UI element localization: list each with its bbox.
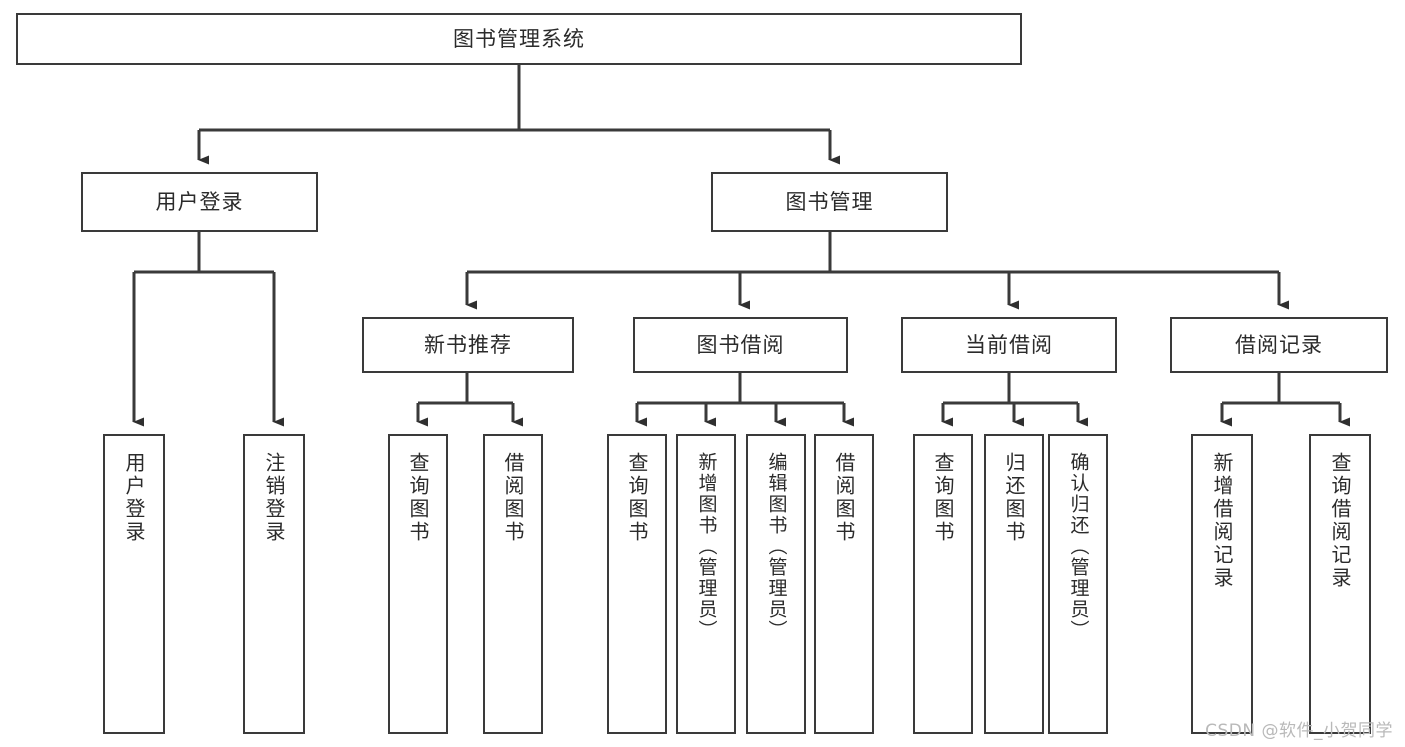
node-label: 用户登录 [122, 452, 146, 544]
node-label: 查询图书 [931, 452, 955, 544]
node-leaf-user-login[interactable]: 用户登录 [103, 434, 165, 734]
node-leaf-query-book-1[interactable]: 查询图书 [388, 434, 448, 734]
node-label: 新书推荐 [424, 332, 512, 357]
node-label: 借阅图书 [501, 452, 525, 544]
node-label: 借阅记录 [1235, 332, 1323, 357]
node-leaf-query-record[interactable]: 查询借阅记录 [1309, 434, 1371, 734]
node-new-book-rec[interactable]: 新书推荐 [362, 317, 574, 373]
node-label: 新增借阅记录 [1210, 452, 1234, 590]
node-label: 编辑图书（管理员） [765, 452, 788, 641]
node-label: 归还图书 [1002, 452, 1026, 544]
node-label: 图书管理 [785, 189, 874, 214]
node-label: 查询图书 [625, 452, 649, 544]
node-root[interactable]: 图书管理系统 [16, 13, 1022, 65]
node-leaf-confirm-return[interactable]: 确认归还（管理员） [1048, 434, 1108, 734]
node-label: 图书借阅 [696, 332, 785, 357]
node-leaf-add-book[interactable]: 新增图书（管理员） [676, 434, 736, 734]
node-label: 新增图书（管理员） [695, 452, 718, 641]
node-current-borrow[interactable]: 当前借阅 [901, 317, 1117, 373]
watermark: CSDN @软件_小贺同学 [1205, 721, 1393, 741]
node-user-login[interactable]: 用户登录 [81, 172, 318, 232]
node-leaf-logout[interactable]: 注销登录 [243, 434, 305, 734]
node-leaf-borrow-book-1[interactable]: 借阅图书 [483, 434, 543, 734]
node-leaf-add-record[interactable]: 新增借阅记录 [1191, 434, 1253, 734]
node-book-borrow[interactable]: 图书借阅 [633, 317, 848, 373]
node-leaf-query-book-3[interactable]: 查询图书 [913, 434, 973, 734]
node-borrow-record[interactable]: 借阅记录 [1170, 317, 1388, 373]
node-leaf-return-book[interactable]: 归还图书 [984, 434, 1044, 734]
node-book-manage[interactable]: 图书管理 [711, 172, 948, 232]
node-leaf-edit-book[interactable]: 编辑图书（管理员） [746, 434, 806, 734]
node-label: 查询图书 [406, 452, 430, 544]
node-label: 借阅图书 [832, 452, 856, 544]
node-leaf-borrow-book-2[interactable]: 借阅图书 [814, 434, 874, 734]
node-label: 注销登录 [262, 452, 286, 544]
node-leaf-query-book-2[interactable]: 查询图书 [607, 434, 667, 734]
node-label: 确认归还（管理员） [1067, 452, 1090, 641]
node-label: 查询借阅记录 [1328, 452, 1352, 590]
node-label: 用户登录 [155, 189, 244, 214]
node-label: 图书管理系统 [453, 26, 585, 51]
node-label: 当前借阅 [965, 332, 1053, 357]
